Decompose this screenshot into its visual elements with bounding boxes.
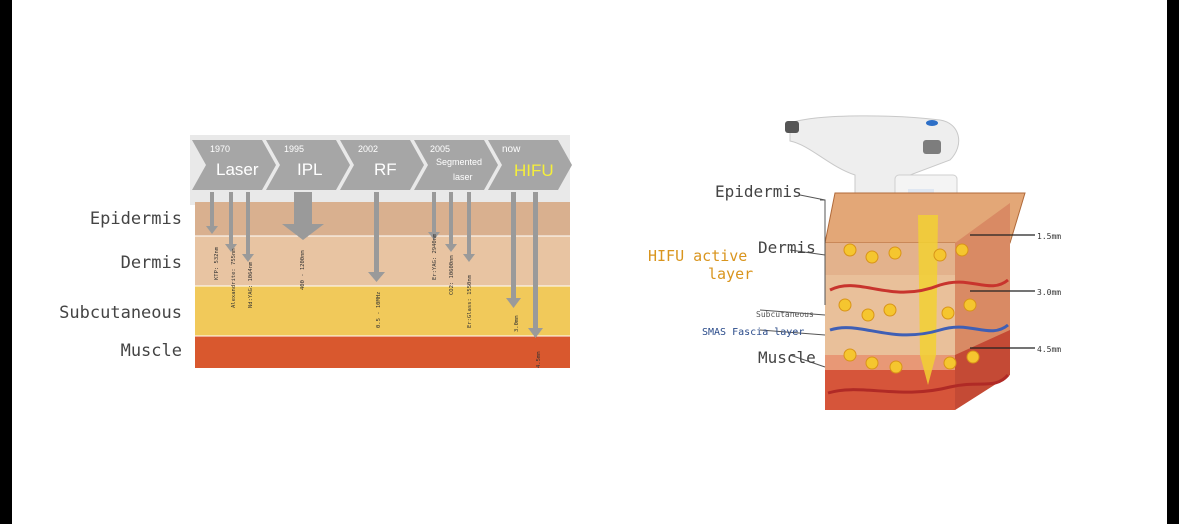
hifu-skin-block-illustration: 1.5mm 3.0mm 4.5mm Epidermis Dermis Subcu… [648,115,1061,410]
subcutaneous-band [195,286,570,336]
svg-text:RF: RF [374,160,397,179]
muscle-band [195,336,570,368]
right-black-border [1167,0,1179,524]
technology-depth-chart: Epidermis Dermis Subcutaneous Muscle 197… [59,135,572,368]
label-dermis: Dermis [758,238,816,257]
svg-text:1970: 1970 [210,144,230,154]
depth-1-5mm: 1.5mm [1037,232,1061,241]
label-muscle: Muscle [758,348,816,367]
wl-alexandrite: Alexandrite: 755nm [231,248,237,308]
era-chevron-ipl: 1995 IPL [266,140,350,190]
left-black-border [0,0,12,524]
svg-text:laser: laser [453,172,473,182]
wl-eryag: Er:YAG: 2940nm [432,233,438,280]
label-epidermis: Epidermis [715,182,802,201]
label-smas: SMAS Fascia layer [702,327,804,338]
depth-4-5mm: 4.5mm [1037,345,1061,354]
svg-text:2002: 2002 [358,144,378,154]
svg-text:Laser: Laser [216,160,259,179]
label-subcutaneous: Subcutaneous [756,310,814,319]
layer-label-muscle: Muscle [121,341,182,361]
wl-ktp: KTP: 532nm [214,246,220,280]
era-chevron-laser: 1970 Laser [192,140,276,190]
epidermis-band [195,202,570,236]
wl-ipl: 400 - 1200nm [300,250,306,290]
era-chevron-segmented-laser: 2005 Segmented laser [414,140,498,190]
era-chevron-rf: 2002 RF [340,140,424,190]
handpiece-button-icon [926,120,938,126]
era-chevron-hifu: now HIFU [488,140,572,190]
svg-text:IPL: IPL [297,160,323,179]
svg-text:2005: 2005 [430,144,450,154]
hifu-era-label: HIFU [514,161,554,180]
wl-erglass: Er:Glass: 1550nm [467,274,473,328]
label-hifu-layer: layer [708,265,753,283]
wl-co2: CO2: 10600nm [449,255,455,295]
layer-label-epidermis: Epidermis [90,209,182,229]
layer-label-subcutaneous: Subcutaneous [59,303,182,323]
layer-label-dermis: Dermis [121,253,182,273]
svg-text:now: now [502,144,521,155]
depth-3-0mm: 3.0mm [1037,288,1061,297]
wl-ndyag: Nd:YAG: 1064nm [248,261,254,308]
svg-text:Segmented: Segmented [436,157,482,167]
svg-text:1995: 1995 [284,144,304,154]
wl-rf: 0.5 - 10MHz [376,292,382,328]
label-hifu-active: HIFU active [648,247,747,265]
wl-hifu-45mm: 4.5mm [536,351,542,368]
wl-hifu-3mm: 3.0mm [514,315,520,332]
dermis-band [195,236,570,286]
penetration-arrows [206,192,543,338]
